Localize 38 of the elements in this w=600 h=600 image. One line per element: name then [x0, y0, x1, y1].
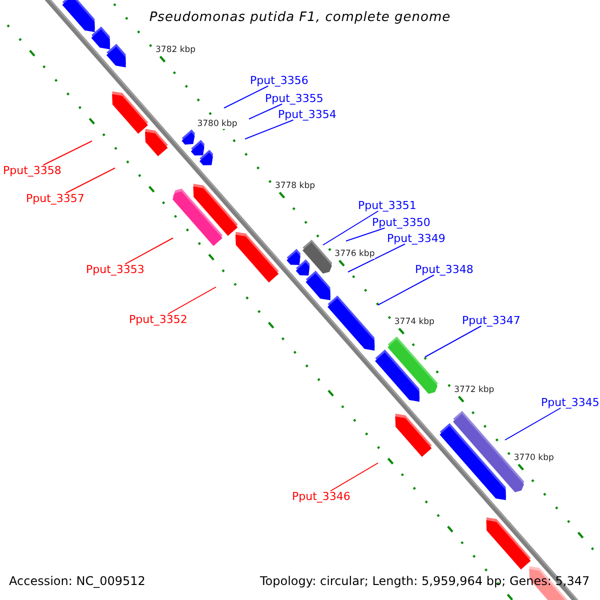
leader-line — [348, 244, 406, 272]
gene-label: Pput_3354 — [278, 109, 336, 120]
leader-line — [322, 210, 379, 246]
scale-label: 3774 kbp — [394, 318, 434, 327]
leader-line — [346, 228, 386, 242]
scale-label: 3778 kbp — [274, 182, 315, 191]
scale-label: 3782 kbp — [156, 46, 196, 55]
leader-line — [424, 326, 482, 358]
gene-label: Pput_3345 — [541, 397, 600, 408]
leader-line — [378, 274, 434, 306]
gene-label: Pput_3349 — [387, 233, 446, 244]
gene-label: Pput_3358 — [3, 165, 62, 176]
scale-label: 3780 kbp — [197, 120, 238, 129]
title: Pseudomonas putida F1, complete genome — [148, 11, 452, 24]
gene-label: Pput_3347 — [462, 315, 520, 326]
leader-line — [42, 140, 92, 166]
gene-label: Pput_3353 — [86, 264, 144, 275]
gene-label: Pput_3350 — [372, 217, 430, 228]
leader-line — [65, 168, 116, 194]
leader-line — [124, 238, 174, 264]
scale-label: 3770 kbp — [514, 454, 554, 463]
leader-line — [248, 104, 283, 120]
leader-line — [224, 86, 269, 108]
leader-line — [504, 408, 562, 440]
genome-info-text: Topology: circular; Length: 5,959,964 bp; Genes: 5,347 — [260, 575, 590, 587]
genome-info-text: Accession: NC_009512 — [9, 575, 146, 587]
gene-label: Pput_3355 — [265, 93, 324, 104]
scale-label: 3772 kbp — [454, 386, 494, 395]
leader-line — [167, 286, 216, 314]
gene-label: Pput_3357 — [26, 193, 84, 204]
gene-label: Pput_3352 — [129, 314, 188, 325]
gene-label: Pput_3348 — [415, 264, 474, 275]
leader-line — [244, 120, 294, 140]
gene-label: Pput_3351 — [358, 200, 416, 211]
gene-label: Pput_3346 — [292, 491, 350, 502]
leader-line — [330, 462, 378, 492]
gene-label: Pput_3356 — [250, 75, 308, 86]
scale-label: 3776 kbp — [334, 250, 375, 259]
